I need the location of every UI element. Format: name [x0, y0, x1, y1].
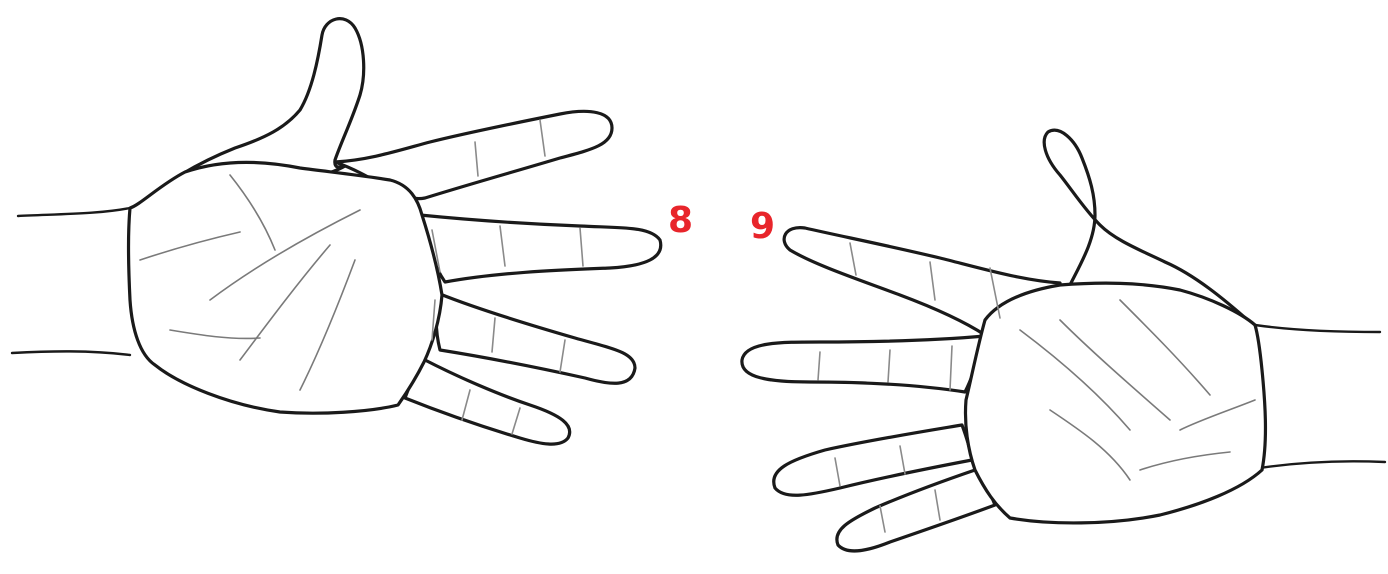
right-hand: [742, 130, 1385, 551]
finger-number-label-right: 9: [750, 209, 775, 245]
left-little-finger: [405, 360, 570, 444]
left-palm: [129, 162, 443, 413]
left-middle-finger: [420, 215, 661, 282]
finger-number-label-left: 8: [668, 203, 693, 239]
right-middle-finger: [742, 336, 985, 392]
right-wrist-bottom: [1260, 461, 1385, 468]
left-hand: [12, 19, 661, 444]
right-wrist-top: [1255, 325, 1380, 332]
right-palm: [965, 283, 1265, 523]
left-ring-finger: [436, 294, 635, 383]
left-wrist-top: [18, 208, 130, 216]
left-wrist-bottom: [12, 351, 130, 355]
